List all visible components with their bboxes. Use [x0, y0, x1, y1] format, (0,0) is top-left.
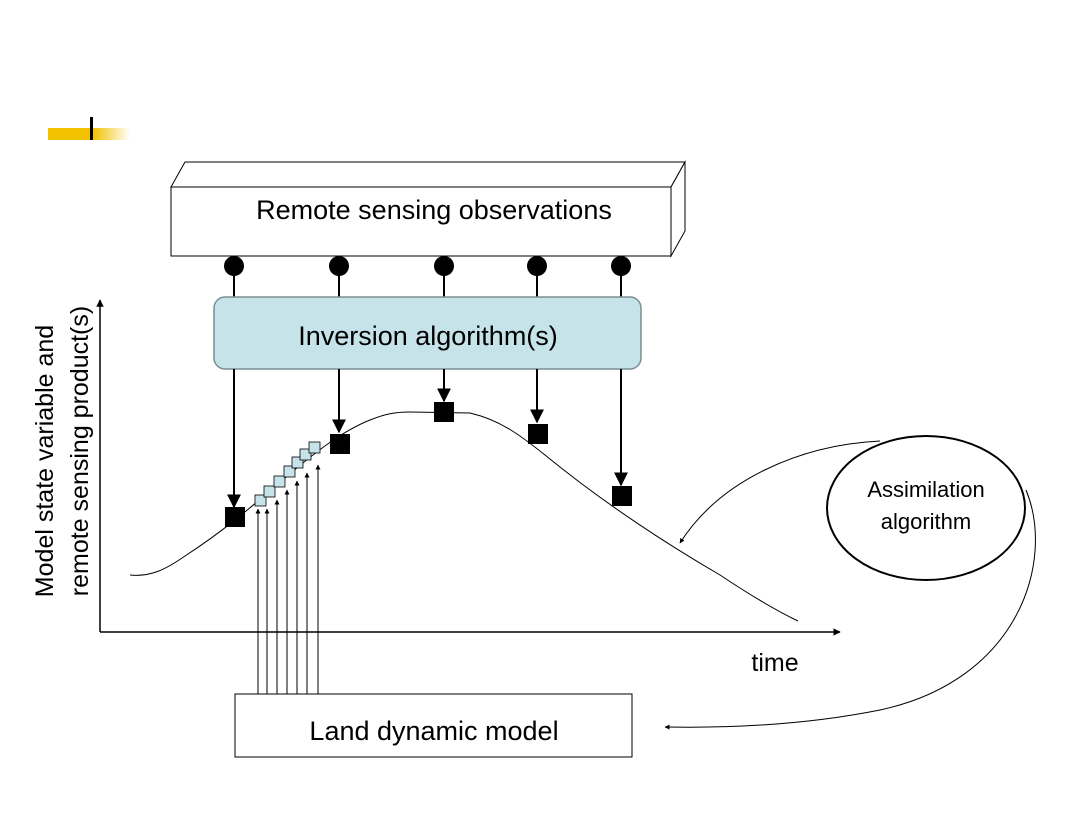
observation-connector [611, 256, 631, 297]
y-axis-label: remote sensing product(s) [66, 306, 94, 596]
model-marker [308, 441, 321, 454]
assimilation-label: algorithm [881, 509, 971, 534]
observation-connectors [224, 256, 631, 297]
observation-connector [434, 256, 454, 297]
observation-marker [225, 507, 245, 527]
model-marker [273, 475, 286, 488]
model-output-arrows [255, 464, 321, 694]
assimilation-to-curve-arrow [679, 440, 881, 544]
x-axis-label: time [751, 649, 798, 677]
model-simulation-markers [254, 441, 321, 507]
state-variable-curve [129, 411, 799, 622]
model-box: Land dynamic model [234, 693, 633, 758]
observations-box: Remote sensing observations [170, 160, 686, 258]
assimilation-node: Assimilation algorithm [826, 435, 1026, 581]
observation-marker [612, 486, 632, 506]
observation-product-markers [225, 402, 632, 527]
model-marker [283, 465, 296, 478]
model-marker [263, 485, 276, 498]
observations-label: Remote sensing observations [256, 195, 612, 225]
axes: Model state variable and remote sensing … [31, 299, 841, 677]
inversion-box: Inversion algorithm(s) [213, 296, 642, 370]
assimilation-label: Assimilation [867, 477, 984, 502]
assimilation-to-model-arrow [664, 489, 1036, 730]
observation-connector [224, 256, 244, 297]
model-marker [291, 456, 304, 469]
inversion-label: Inversion algorithm(s) [298, 321, 558, 351]
model-marker [299, 448, 312, 461]
y-axis-label: Model state variable and [31, 325, 59, 597]
observation-connector [329, 256, 349, 297]
model-marker [254, 494, 267, 507]
observation-marker [528, 424, 548, 444]
title-accent-bar [48, 117, 130, 140]
observation-connector [527, 256, 547, 297]
observation-marker [330, 434, 350, 454]
model-label: Land dynamic model [309, 716, 558, 746]
inversion-output-arrows [227, 369, 628, 509]
observation-marker [434, 402, 454, 422]
